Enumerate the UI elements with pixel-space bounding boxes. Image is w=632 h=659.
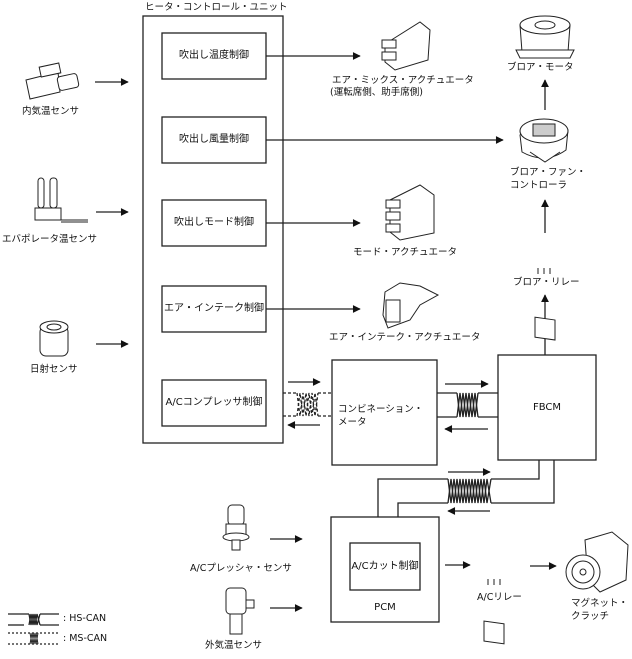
pcm-label: PCM: [374, 602, 396, 613]
ambient-temp-sensor-label: 外気温センサ: [205, 640, 263, 651]
solar-sensor-label: 日射センサ: [30, 364, 78, 375]
ms-can-link-hcu-meter: [283, 392, 332, 417]
air-mix-actuator-icon: [381, 21, 431, 71]
ac-pressure-sensor-icon: [222, 504, 250, 551]
legend-hs-can-symbol: [8, 613, 59, 626]
fbcm-label: FBCM: [532, 401, 562, 413]
blower-fan-controller-icon: [519, 118, 569, 163]
control-outlet-temp-label: 吹出し温度制御: [179, 50, 249, 61]
ac-relay-label: A/Cリレー: [477, 592, 522, 603]
air-mix-actuator-sublabel: (運転席側、助手席側): [330, 87, 423, 98]
intake-actuator-label: エア・インテーク・アクチュエータ: [329, 332, 481, 343]
air-mix-actuator-label: エア・ミックス・アクチュエータ: [332, 75, 474, 86]
blower-motor-icon: [515, 15, 575, 59]
blower-motor-label: ブロア・モータ: [507, 62, 574, 73]
blower-fan-controller-label-1: ブロア・ファン・: [510, 167, 587, 178]
legend-ms-can-label: : MS-CAN: [63, 633, 108, 644]
fbcm-box: [497, 354, 597, 461]
mode-actuator-label: モード・アクチュエータ: [353, 247, 458, 258]
ac-cut-control-box: [349, 542, 421, 591]
solar-sensor-icon: [39, 320, 69, 357]
legend-ms-can-twist: [29, 632, 39, 645]
ac-relay-icon: [483, 579, 505, 645]
pcm-box: [330, 516, 440, 623]
mode-actuator-icon: [385, 184, 435, 241]
ac-pressure-sensor-label: A/Cプレッシャ・センサ: [190, 563, 292, 574]
heater-control-unit-box: [142, 15, 284, 444]
control-mode-label: 吹出しモード制御: [174, 217, 254, 228]
evaporator-sensor-icon: [34, 177, 88, 223]
legend-hs-can-label: : HS-CAN: [63, 613, 107, 624]
blower-fan-controller-label-2: コントローラ: [510, 180, 568, 191]
control-box-ac-compressor: [161, 379, 267, 427]
blower-relay-label: ブロア・リレー: [513, 277, 580, 288]
cabin-temp-sensor-label: 内気温センサ: [22, 106, 80, 117]
magnetic-clutch-label-2: クラッチ: [571, 611, 610, 622]
hs-can-link-meter-fbcm: [437, 392, 498, 418]
cabin-temp-sensor-icon: [25, 62, 80, 100]
hs-can-link-fbcm-pcm: [377, 460, 555, 517]
control-ac-compressor-label: A/Cコンプレッサ制御: [165, 397, 263, 408]
combination-meter-box: [331, 359, 438, 466]
heater-control-unit-label: ヒータ・コントロール・ユニット: [145, 2, 288, 13]
blower-relay-icon: [534, 268, 556, 341]
intake-actuator-icon: [382, 282, 440, 329]
magnetic-clutch-label-1: マグネット・: [571, 598, 629, 609]
evaporator-temp-sensor-label: エバポレータ温センサ: [2, 234, 98, 245]
magnetic-clutch-icon: [565, 531, 629, 593]
combination-meter-label-2: メータ: [338, 417, 367, 428]
ambient-temp-sensor-icon: [225, 587, 255, 635]
control-airflow-label: 吹出し風量制御: [179, 134, 249, 145]
ac-cut-control-label: A/Cカット制御: [351, 560, 419, 572]
combination-meter-label-1: コンビネーション・: [338, 404, 424, 415]
control-intake-label: エア・インテーク制御: [164, 303, 264, 314]
